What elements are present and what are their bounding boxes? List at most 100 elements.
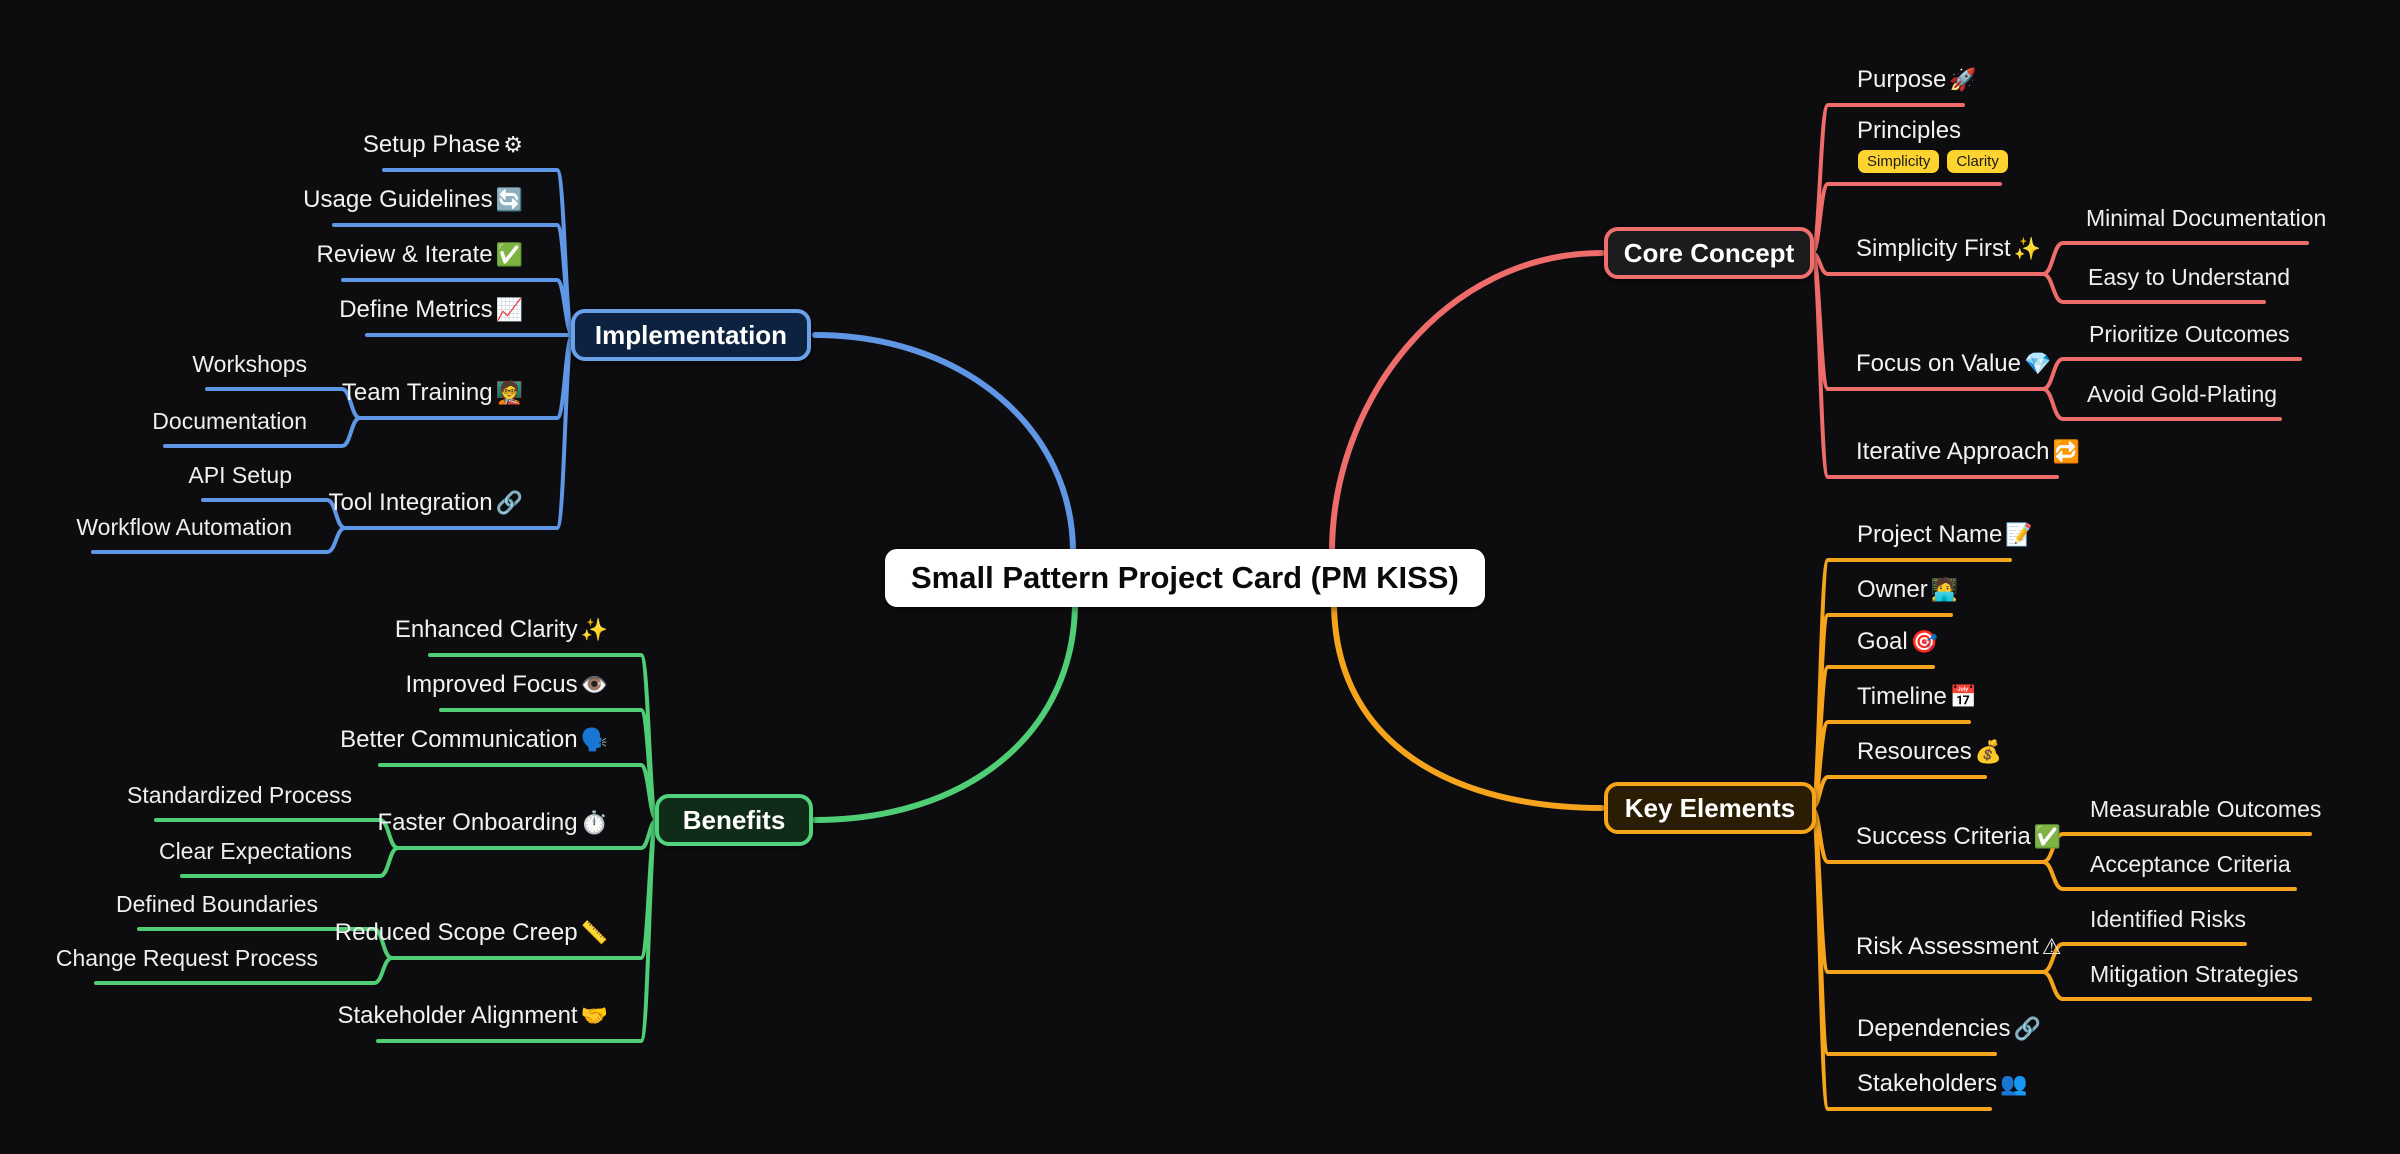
link-workflow-automation xyxy=(91,526,347,554)
link-central-implementation xyxy=(812,332,1076,555)
money-bag-icon: 💰 xyxy=(1974,739,2003,764)
branch-node-core-concept[interactable]: Core Concept xyxy=(1604,227,1814,279)
branch-node-key-elements[interactable]: Key Elements xyxy=(1604,782,1816,834)
node-setup-phase[interactable]: Setup Phase ⚙ xyxy=(363,126,523,164)
stopwatch-icon: ⏱️ xyxy=(580,810,608,835)
node-stakeholder-alignment[interactable]: Stakeholder Alignment 🤝 xyxy=(337,997,608,1035)
node-goal-label: Goal xyxy=(1857,628,1908,655)
chart-increasing-icon: 📈 xyxy=(495,297,523,322)
speaking-head-icon: 🗣️ xyxy=(580,727,608,752)
node-review-iterate[interactable]: Review & Iterate ✅ xyxy=(317,236,523,274)
link-central-key-elements xyxy=(1331,599,1605,811)
handshake-icon: 🤝 xyxy=(580,1003,608,1028)
node-documentation[interactable]: Documentation xyxy=(152,402,307,440)
link-documentation xyxy=(163,416,362,448)
node-clear-expectations[interactable]: Clear Expectations xyxy=(159,832,352,870)
node-clear-expectations-label: Clear Expectations xyxy=(158,838,352,864)
link-mitigation-strategies xyxy=(2041,970,2312,1001)
node-defined-boundaries[interactable]: Defined Boundaries xyxy=(116,885,318,923)
node-standardized-process[interactable]: Standardized Process xyxy=(127,776,352,814)
eye-icon: 👁️ xyxy=(580,672,608,697)
node-timeline[interactable]: Timeline 📅 xyxy=(1857,678,1977,716)
node-workflow-automation[interactable]: Workflow Automation xyxy=(76,508,292,546)
node-iterative-approach[interactable]: Iterative Approach 🔁 xyxy=(1856,433,2080,471)
node-team-training[interactable]: Team Training 🧑‍🏫 xyxy=(342,374,523,412)
node-define-metrics[interactable]: Define Metrics 📈 xyxy=(339,291,523,329)
node-project-name[interactable]: Project Name 📝 xyxy=(1857,516,2033,554)
node-minimal-documentation[interactable]: Minimal Documentation xyxy=(2086,199,2326,237)
node-change-request-process-label: Change Request Process xyxy=(55,945,318,971)
node-resources-label: Resources xyxy=(1857,738,1972,765)
node-define-metrics-label: Define Metrics xyxy=(339,296,493,323)
link-change-request-process xyxy=(94,956,394,985)
node-goal[interactable]: Goal 🎯 xyxy=(1857,623,1938,661)
node-enhanced-clarity[interactable]: Enhanced Clarity ✨ xyxy=(395,611,608,649)
node-better-communication[interactable]: Better Communication 🗣️ xyxy=(340,721,608,759)
arrows-cycle-icon: 🔄 xyxy=(495,187,523,212)
node-identified-risks[interactable]: Identified Risks xyxy=(2090,900,2246,938)
node-workflow-automation-label: Workflow Automation xyxy=(76,514,292,540)
node-simplicity-first[interactable]: Simplicity First ✨ xyxy=(1856,230,2041,268)
node-api-setup[interactable]: API Setup xyxy=(188,456,292,494)
tag-clarity[interactable]: Clarity xyxy=(1947,150,2008,173)
memo-icon: 📝 xyxy=(2005,522,2033,547)
branch-node-implementation[interactable]: Implementation xyxy=(571,309,811,361)
calendar-icon: 📅 xyxy=(1949,684,1978,709)
node-simplicity-first-label: Simplicity First xyxy=(1856,235,2011,262)
link-iterative-approach xyxy=(1810,251,2059,479)
node-project-name-label: Project Name xyxy=(1857,521,2003,548)
link-central-benefits xyxy=(812,599,1078,823)
tag-simplicity[interactable]: Simplicity xyxy=(1858,150,1940,173)
node-change-request-process[interactable]: Change Request Process xyxy=(56,939,318,977)
node-setup-phase-label: Setup Phase xyxy=(362,131,501,158)
check-mark-icon: ✅ xyxy=(2033,824,2062,849)
node-success-criteria[interactable]: Success Criteria ✅ xyxy=(1856,818,2061,856)
warning-icon: ⚠ xyxy=(2041,934,2062,959)
node-usage-guidelines[interactable]: Usage Guidelines 🔄 xyxy=(303,181,523,219)
link-resources xyxy=(1810,775,1987,810)
link-principles xyxy=(1810,182,2002,255)
target-icon: 🎯 xyxy=(1910,629,1939,654)
link-easy-to-understand xyxy=(2041,272,2266,304)
node-timeline-label: Timeline xyxy=(1857,683,1947,710)
node-review-iterate-label: Review & Iterate xyxy=(316,241,493,268)
gem-icon: 💎 xyxy=(2024,351,2052,376)
node-minimal-documentation-label: Minimal Documentation xyxy=(2086,205,2327,231)
node-stakeholders[interactable]: Stakeholders 👥 xyxy=(1857,1065,2028,1103)
node-owner[interactable]: Owner 🧑‍💻 xyxy=(1857,571,1958,609)
node-principles-label: Principles xyxy=(1857,117,1962,144)
node-focus-on-value[interactable]: Focus on Value 💎 xyxy=(1856,345,2051,383)
node-stakeholders-label: Stakeholders xyxy=(1857,1070,1998,1097)
branch-node-benefits[interactable]: Benefits xyxy=(655,794,813,846)
node-avoid-gold-plating[interactable]: Avoid Gold-Plating xyxy=(2087,375,2277,413)
node-easy-to-understand[interactable]: Easy to Understand xyxy=(2088,258,2290,296)
node-easy-to-understand-label: Easy to Understand xyxy=(2088,264,2291,290)
node-better-communication-label: Better Communication xyxy=(340,726,578,753)
link-acceptance-criteria xyxy=(2041,860,2297,891)
node-prioritize-outcomes[interactable]: Prioritize Outcomes xyxy=(2089,315,2290,353)
node-faster-onboarding[interactable]: Faster Onboarding ⏱️ xyxy=(377,804,608,842)
node-standardized-process-label: Standardized Process xyxy=(126,782,352,808)
node-purpose[interactable]: Purpose 🚀 xyxy=(1857,61,1977,99)
node-purpose-label: Purpose xyxy=(1857,66,1947,93)
node-mitigation-strategies-label: Mitigation Strategies xyxy=(2090,961,2299,987)
repeat-icon: 🔁 xyxy=(2052,439,2080,464)
node-improved-focus-label: Improved Focus xyxy=(405,671,578,698)
node-mitigation-strategies[interactable]: Mitigation Strategies xyxy=(2090,955,2298,993)
node-dependencies[interactable]: Dependencies 🔗 xyxy=(1857,1010,2041,1048)
node-risk-assessment[interactable]: Risk Assessment ⚠ xyxy=(1856,928,2061,966)
node-workshops[interactable]: Workshops xyxy=(192,345,307,383)
node-owner-label: Owner xyxy=(1857,576,1928,603)
node-measurable-outcomes[interactable]: Measurable Outcomes xyxy=(2090,790,2321,828)
node-resources[interactable]: Resources 💰 xyxy=(1857,733,2002,771)
node-prioritize-outcomes-label: Prioritize Outcomes xyxy=(2089,321,2290,347)
check-mark-icon: ✅ xyxy=(495,242,523,267)
node-tool-integration[interactable]: Tool Integration 🔗 xyxy=(328,484,523,522)
node-principles[interactable]: Principles xyxy=(1857,112,1961,150)
node-reduced-scope-creep[interactable]: Reduced Scope Creep 📏 xyxy=(335,914,608,952)
node-acceptance-criteria-label: Acceptance Criteria xyxy=(2090,851,2291,877)
node-improved-focus[interactable]: Improved Focus 👁️ xyxy=(406,666,608,704)
central-topic[interactable]: Small Pattern Project Card (PM KISS) xyxy=(885,549,1485,607)
node-acceptance-criteria[interactable]: Acceptance Criteria xyxy=(2090,845,2291,883)
